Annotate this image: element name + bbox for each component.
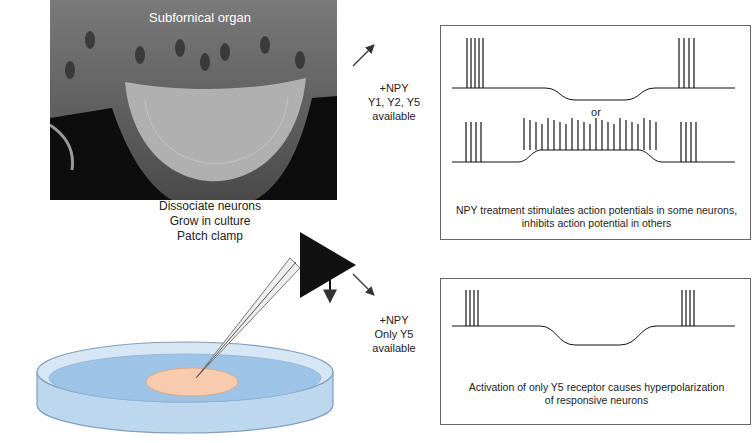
cell-culture xyxy=(146,368,238,396)
image-title: Subfornical organ xyxy=(110,10,290,26)
ground-symbol xyxy=(329,280,331,302)
connector-word: or xyxy=(571,106,621,120)
patch-pipette xyxy=(196,258,300,378)
flow-arrow xyxy=(353,45,374,66)
amplifier-symbol xyxy=(300,232,356,298)
petri-dish xyxy=(37,342,333,433)
treatment-label: available xyxy=(355,342,433,356)
result-box: orNPY treatment stimulates action potent… xyxy=(440,25,751,240)
treatment-label: available xyxy=(355,110,433,124)
micrograph-image xyxy=(50,0,337,200)
treatment-label: +NPY xyxy=(355,314,433,328)
micrograph-panel: Subfornical organ xyxy=(50,0,337,200)
flow-arrow xyxy=(353,274,374,295)
treatment-label: Y1, Y2, Y5 xyxy=(355,96,433,110)
result-caption: Activation of only Y5 receptor causes hy… xyxy=(465,381,728,407)
method-step: Grow in culture xyxy=(130,214,290,229)
method-step: Dissociate neurons xyxy=(130,199,290,214)
treatment-label: Only Y5 xyxy=(355,328,433,342)
result-box: Activation of only Y5 receptor causes hy… xyxy=(440,278,751,425)
method-step: Patch clamp xyxy=(130,229,290,244)
treatment-label: +NPY xyxy=(355,82,433,96)
result-caption: NPY treatment stimulates action potentia… xyxy=(455,204,738,230)
